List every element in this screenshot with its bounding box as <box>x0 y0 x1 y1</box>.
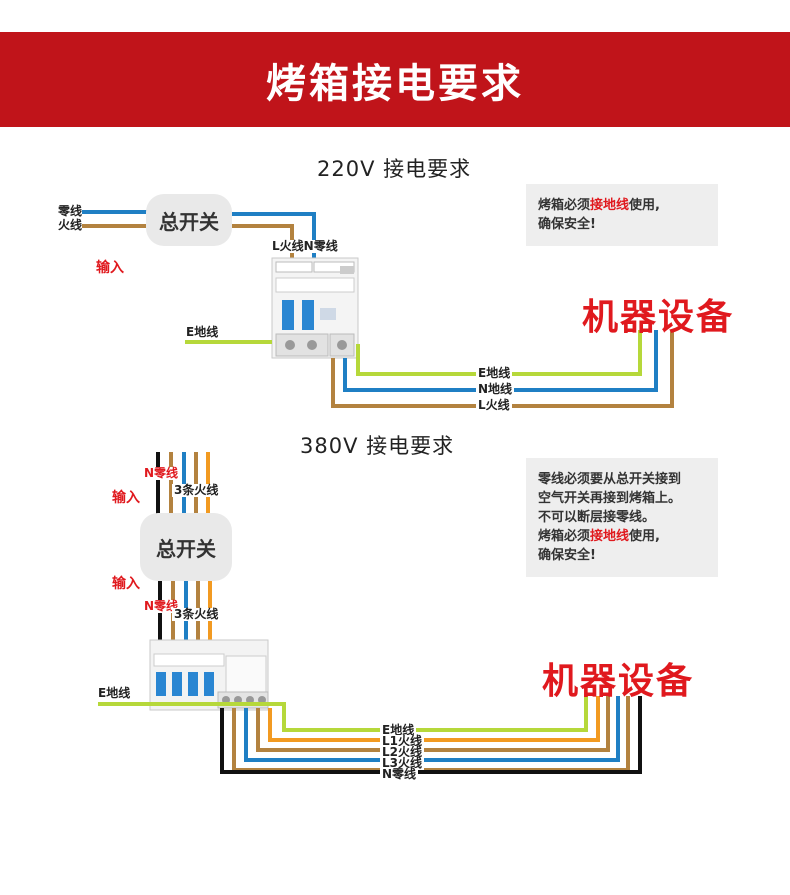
note-380-highlight: 接地线 <box>590 529 630 544</box>
page-title: 烤箱接电要求 <box>266 60 524 107</box>
note-220-post: 使用, <box>629 198 660 213</box>
earth-label-220: E地线 <box>186 325 219 339</box>
machine-label-380: 机器设备 <box>542 661 695 702</box>
live-label-380-mid: 3条火线 <box>172 607 221 621</box>
out-wire-380-0: E地线 <box>380 723 417 737</box>
live-in-label-220: 火线 <box>58 218 83 232</box>
out-wire-380-1: L1火线 <box>380 734 424 748</box>
machine-label-220: 机器设备 <box>582 297 735 338</box>
input-wires-220 <box>82 210 150 228</box>
note-380: 零线必须要从总开关接到 空气开关再接到烤箱上。 不可以断层接零线。 烤箱必须接地… <box>526 458 718 577</box>
note-380-line5: 确保安全! <box>538 548 596 563</box>
note-220-line2: 确保安全! <box>538 217 596 232</box>
main-switch-220: 总开关 <box>146 194 232 246</box>
note-220-highlight: 接地线 <box>590 198 630 213</box>
input-label-380-mid: 输入 <box>112 576 140 592</box>
earth-label-380: E地线 <box>98 686 131 700</box>
input-label-220: 输入 <box>96 260 124 276</box>
main-switch-380-label: 总开关 <box>156 536 216 561</box>
header-banner: 烤箱接电要求 <box>0 32 790 127</box>
note-380-pre: 烤箱必须 <box>538 529 591 544</box>
input-label-380-top: 输入 <box>112 490 140 506</box>
breaker-220 <box>271 257 359 359</box>
neutral-label-380-mid: N零线 <box>142 599 181 613</box>
section-380-title: 380V 接电要求 <box>300 434 455 458</box>
note-380-line3: 不可以断层接零线。 <box>538 510 656 525</box>
out-wire-380-3: L3火线 <box>380 756 424 770</box>
neutral-in-label-220: 零线 <box>58 204 83 218</box>
output-wires-380 <box>220 696 642 774</box>
out-wire-380-4: N零线 <box>380 767 419 781</box>
main-switch-220-label: 总开关 <box>159 209 219 234</box>
note-380-line2: 空气开关再接到烤箱上。 <box>538 491 682 506</box>
out-wire-220-1: N地线 <box>476 382 515 396</box>
note-220: 烤箱必须接地线使用, 确保安全! <box>526 184 718 246</box>
neutral-label-380-top: N零线 <box>142 466 181 480</box>
out-wire-380-2: L2火线 <box>380 745 424 759</box>
live-label-380-top: 3条火线 <box>172 483 221 497</box>
breaker-380 <box>149 639 269 711</box>
out-wire-220-2: L火线 <box>476 398 512 412</box>
input-wires-380-top <box>156 452 210 515</box>
note-380-post: 使用, <box>629 529 660 544</box>
main-switch-380: 总开关 <box>140 513 232 581</box>
note-380-line1: 零线必须要从总开关接到 <box>538 472 682 487</box>
note-220-pre: 烤箱必须 <box>538 198 591 213</box>
section-220-title: 220V 接电要求 <box>317 157 472 181</box>
out-wire-220-0: E地线 <box>476 366 513 380</box>
breaker-terminal-label-220: L火线N零线 <box>270 239 340 253</box>
earth-wire-in-380 <box>98 696 588 732</box>
